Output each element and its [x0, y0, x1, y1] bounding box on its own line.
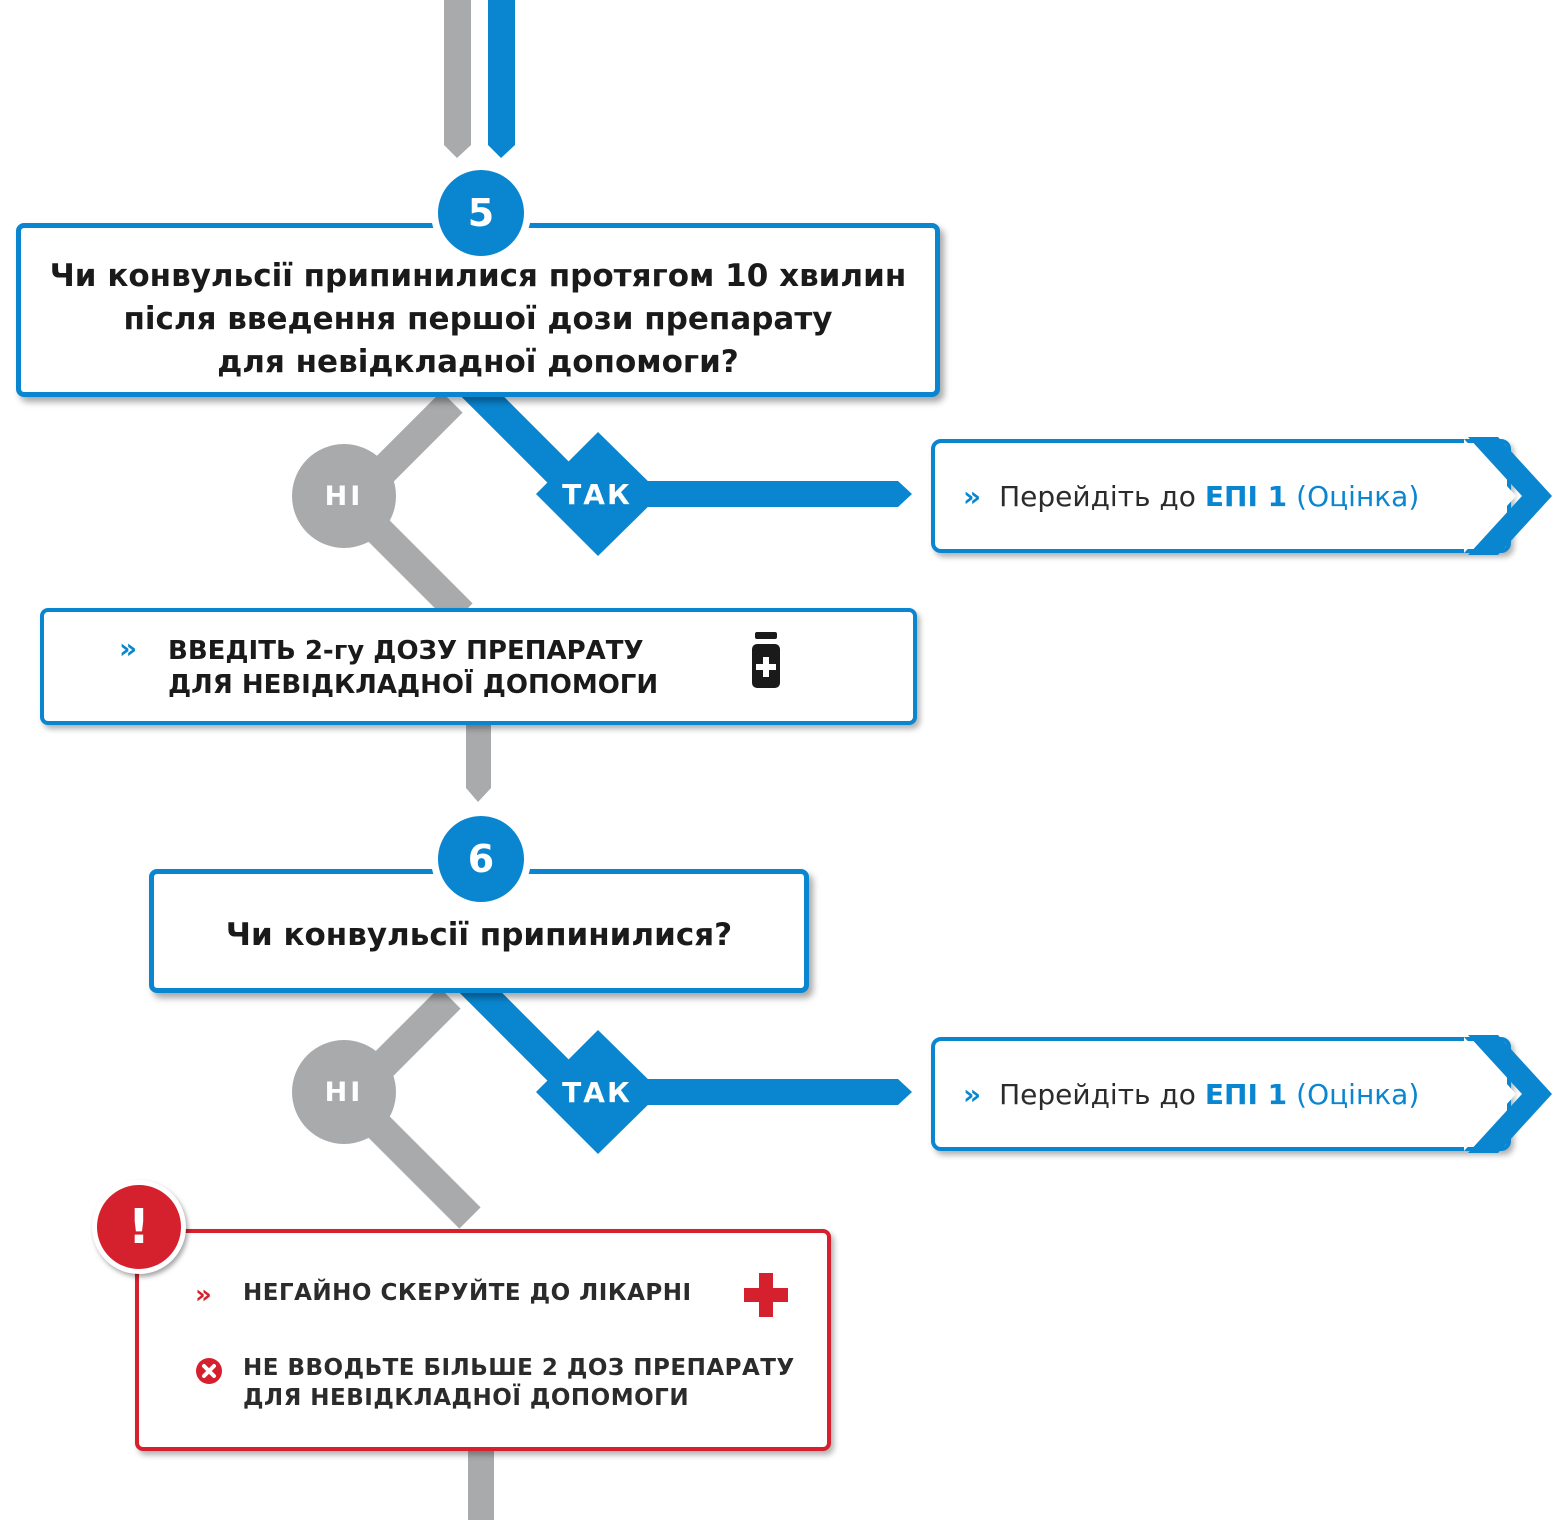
step5-question-line-1: Чи конвульсії припинилися протягом 10 хв… [49, 257, 907, 294]
incoming-blue-arrow [488, 0, 515, 158]
action-line-2: ДЛЯ НЕВІДКЛАДНОЇ ДОПОМОГИ [168, 670, 659, 700]
step5-no-label: НІ [292, 444, 396, 548]
chevron-right-icon: » [963, 479, 982, 513]
step6-goto-box[interactable]: » Перейдіть до ЕПІ 1 (Оцінка) [931, 1037, 1511, 1151]
step6-number-badge: 6 [431, 809, 531, 909]
alert-line-2a: НЕ ВВОДЬТЕ БІЛЬШЕ 2 ДОЗ ПРЕПАРАТУ [243, 1355, 795, 1381]
big-chevron-icon [1464, 437, 1552, 555]
goto-paren: (Оцінка) [1296, 1077, 1420, 1111]
exclamation-icon: ! [92, 1180, 186, 1274]
second-dose-action-box: » ВВЕДІТЬ 2-гу ДОЗУ ПРЕПАРАТУ ДЛЯ НЕВІДК… [40, 608, 917, 725]
alert-line-2: НЕ ВВОДЬТЕ БІЛЬШЕ 2 ДОЗ ПРЕПАРАТУ ДЛЯ НЕ… [243, 1353, 795, 1413]
big-chevron-icon [1464, 1035, 1552, 1153]
step5-question-line-2: після введення першої дози препарату [123, 300, 833, 337]
step6-question-text: Чи конвульсії припинилися? [225, 917, 733, 953]
chevron-right-icon: » [195, 1280, 212, 1310]
outgoing-gray-line [468, 1448, 494, 1520]
medicine-bottle-icon [752, 632, 780, 688]
red-cross-icon [744, 1273, 788, 1317]
goto-text: Перейдіть до [999, 479, 1196, 513]
step5-question-text: Чи конвульсії припинилися протягом 10 хв… [50, 255, 907, 384]
yes-diamond-5 [536, 432, 661, 556]
step6-no-label: НІ [292, 1040, 396, 1144]
alert-line-2b: ДЛЯ НЕВІДКЛАДНОЇ ДОПОМОГИ [243, 1385, 690, 1411]
action-text: ВВЕДІТЬ 2-гу ДОЗУ ПРЕПАРАТУ ДЛЯ НЕВІДКЛА… [168, 634, 658, 702]
goto-paren: (Оцінка) [1296, 479, 1420, 513]
chevron-right-icon: » [119, 632, 138, 665]
step5-goto-box[interactable]: » Перейдіть до ЕПІ 1 (Оцінка) [931, 439, 1511, 553]
x-circle-icon [196, 1358, 222, 1384]
action-line-1: ВВЕДІТЬ 2-гу ДОЗУ ПРЕПАРАТУ [168, 636, 644, 666]
step6-yes-label: ТАК [562, 1076, 632, 1109]
incoming-gray-arrow [444, 0, 471, 158]
hospital-referral-alert-box: » НЕГАЙНО СКЕРУЙТЕ ДО ЛІКАРНІ НЕ ВВОДЬТЕ… [135, 1229, 831, 1451]
goto-ref: ЕПІ 1 [1204, 479, 1288, 513]
down-gray-arrow [466, 724, 491, 802]
goto-ref: ЕПІ 1 [1204, 1077, 1288, 1111]
step5-question-box: Чи конвульсії припинилися протягом 10 хв… [16, 223, 940, 397]
goto-text: Перейдіть до [999, 1077, 1196, 1111]
chevron-right-icon: » [963, 1077, 982, 1111]
alert-line-1: НЕГАЙНО СКЕРУЙТЕ ДО ЛІКАРНІ [243, 1280, 692, 1306]
step5-number-badge: 5 [431, 163, 531, 263]
yes-arrow-5 [640, 481, 912, 507]
yes-diamond-6 [536, 1030, 661, 1154]
yes-arrow-6 [640, 1079, 912, 1105]
step5-yes-label: ТАК [562, 478, 632, 511]
step5-question-line-3: для невідкладної допомоги? [217, 343, 739, 380]
